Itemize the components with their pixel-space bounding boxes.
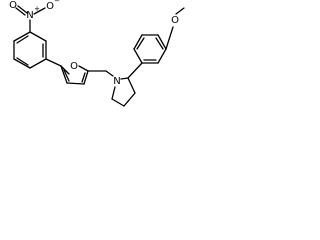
nitrophenyl-ring	[13, 31, 47, 69]
bond	[157, 48, 167, 64]
furan-oxygen-label: O	[70, 61, 78, 72]
double-bond	[81, 72, 86, 83]
bond	[133, 34, 143, 50]
nitro-nitrogen-label: N	[26, 10, 33, 21]
bond	[127, 77, 136, 94]
double-bond	[63, 69, 70, 82]
bond	[165, 26, 174, 50]
double-bond	[136, 37, 145, 50]
bond	[133, 48, 143, 64]
bond	[123, 92, 136, 107]
nitro-oxygen-right-label: O	[46, 1, 54, 12]
furan-ring: O	[60, 61, 89, 85]
aryl-bond	[127, 62, 143, 79]
double-bond	[15, 7, 26, 16]
bond	[60, 65, 68, 84]
bond	[33, 7, 46, 15]
bond	[60, 65, 70, 75]
bond	[120, 77, 129, 80]
bond	[175, 7, 185, 15]
bond	[83, 70, 89, 85]
methoxyphenyl-ring	[133, 34, 167, 64]
bond	[157, 34, 167, 50]
pyrrolidine-nitrogen-label: N	[113, 76, 120, 87]
bond	[105, 70, 114, 77]
nitro-group: N + O O −	[9, 0, 60, 33]
methoxy-oxygen-label: O	[171, 15, 179, 26]
pyrrolidine-ring: N	[111, 76, 136, 107]
methoxy-group: O	[165, 7, 185, 50]
nitro-plus-charge: +	[34, 5, 40, 13]
bond	[13, 58, 31, 69]
bond	[78, 65, 89, 72]
nitro-minus-charge: −	[54, 0, 60, 5]
structure-canvas: N + O O − O N	[0, 0, 187, 120]
bond	[111, 98, 125, 107]
double-bond	[17, 5, 28, 14]
bond	[13, 31, 31, 42]
molecule-drawing: N + O O − O N	[9, 0, 185, 107]
bond	[29, 58, 47, 69]
bond	[29, 31, 47, 42]
biaryl-bond	[45, 58, 62, 67]
bond	[111, 86, 116, 100]
double-bond	[155, 37, 164, 50]
double-bond	[16, 35, 29, 44]
double-bond	[16, 57, 29, 66]
nitro-oxygen-top-label: O	[9, 0, 17, 11]
bond	[66, 82, 85, 85]
